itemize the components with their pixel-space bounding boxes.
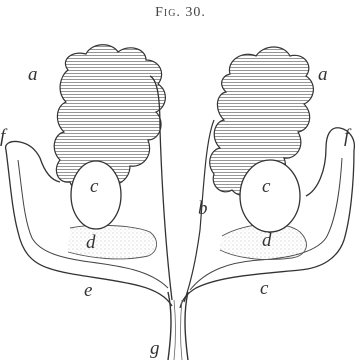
label-e-right: c <box>260 278 269 299</box>
label-f-right: f <box>344 126 352 147</box>
label-a-right: a <box>318 64 328 85</box>
label-c-left: c <box>90 176 99 197</box>
stalk-g <box>168 292 188 360</box>
label-d-left: d <box>86 232 96 253</box>
label-b: b <box>198 198 208 219</box>
label-g: g <box>150 338 160 359</box>
label-a-left: a <box>28 64 38 85</box>
label-d-right: d <box>262 230 272 251</box>
left-region-d <box>68 225 157 259</box>
label-c-right: c <box>262 176 271 197</box>
label-e-left: e <box>84 280 92 301</box>
